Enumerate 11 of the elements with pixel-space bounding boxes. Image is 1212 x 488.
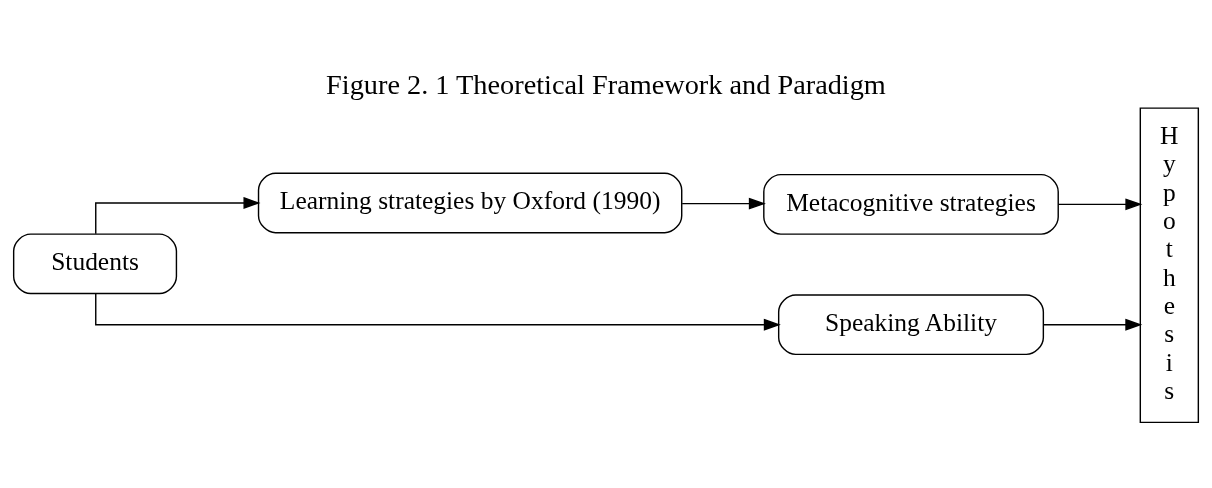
node-box: Speaking Ability [777, 294, 1045, 356]
arrow [95, 197, 261, 235]
arrow [1042, 318, 1143, 331]
arrow [1057, 198, 1143, 211]
node-box: Metacognitive strategies [763, 173, 1059, 235]
diagram-title: Figure 2. 1 Theoretical Framework and Paradigm [326, 68, 886, 100]
node-box: Students [12, 233, 178, 295]
node-box: Learning strategies by Oxford (1990) [257, 172, 683, 234]
arrow [681, 197, 766, 210]
node-box: Hypothesis [1139, 107, 1200, 424]
arrow [95, 293, 781, 331]
